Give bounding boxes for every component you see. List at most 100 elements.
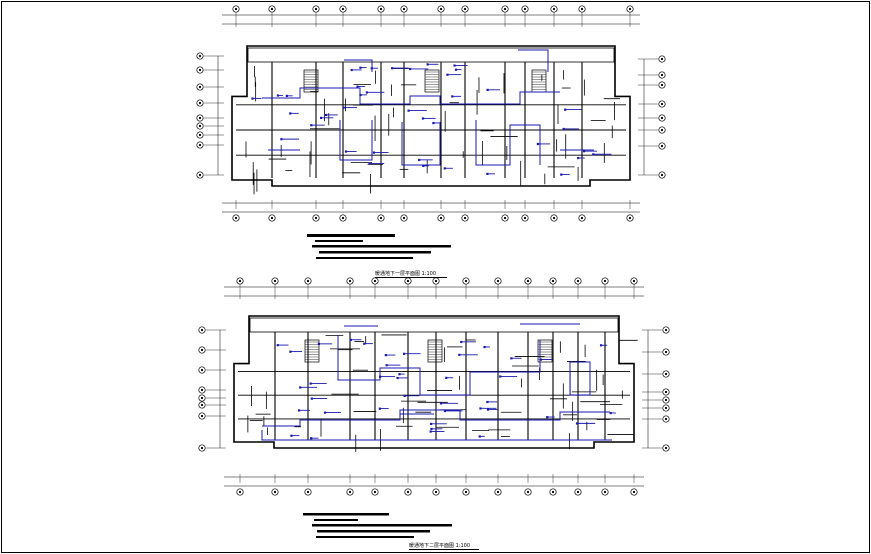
axis-bubble-dot xyxy=(402,7,406,11)
axis-bubble-dot xyxy=(660,102,664,106)
air-terminal xyxy=(276,344,279,347)
air-terminal xyxy=(310,397,313,400)
air-terminal xyxy=(446,73,449,76)
axis-bubble-dot xyxy=(664,390,668,394)
axis-bubble-dot xyxy=(523,7,527,11)
axis-bubble-dot xyxy=(238,279,242,283)
axis-bubble-dot xyxy=(660,116,664,120)
axis-bubble-dot xyxy=(523,216,527,220)
notes-block-top xyxy=(307,234,451,259)
air-terminal xyxy=(365,91,368,94)
air-terminal xyxy=(344,150,348,153)
axis-bubble-dot xyxy=(664,398,668,402)
air-terminal xyxy=(359,93,362,97)
axis-bubble-dot xyxy=(660,144,664,148)
axis-bubble-dot xyxy=(341,216,345,220)
air-terminal xyxy=(356,85,359,88)
floor-plan-bottom xyxy=(198,277,670,496)
air-terminal xyxy=(310,437,313,440)
air-terminal xyxy=(536,142,540,146)
exterior-wall xyxy=(231,45,631,187)
axis-bubble-dot xyxy=(198,173,202,177)
axis-bubble-dot xyxy=(603,490,607,494)
air-terminal xyxy=(486,88,489,92)
axis-bubble-dot xyxy=(552,7,556,11)
air-terminal xyxy=(299,386,302,389)
axis-bubble-dot xyxy=(464,490,468,494)
air-terminal xyxy=(432,121,435,125)
axis-bubble-dot xyxy=(198,143,202,147)
axis-bubble-dot xyxy=(632,490,636,494)
axis-bubble-dot xyxy=(198,124,202,128)
air-terminal xyxy=(443,167,446,170)
air-terminal xyxy=(378,407,381,410)
exterior-wall xyxy=(233,315,635,449)
hvac-duct xyxy=(262,409,610,427)
air-terminal xyxy=(359,66,362,69)
axis-bubble-dot xyxy=(198,54,202,58)
air-terminal xyxy=(486,400,489,404)
air-terminal xyxy=(370,67,373,70)
air-terminal xyxy=(408,67,412,71)
air-terminal xyxy=(454,68,458,71)
axis-bubble-dot xyxy=(664,350,668,354)
plan-top-title: 暖通地下一层平面图 1:100 xyxy=(375,270,436,277)
axis-bubble-dot xyxy=(660,83,664,87)
axis-bubble-dot xyxy=(503,216,507,220)
air-terminal xyxy=(280,138,283,141)
hvac-duct xyxy=(337,335,541,396)
air-terminal xyxy=(426,63,429,66)
axis-bubble-dot xyxy=(270,7,274,11)
axis-bubble-dot xyxy=(200,446,204,450)
axis-bubble-dot xyxy=(628,216,632,220)
balcony-strip xyxy=(247,47,615,63)
axis-bubble-dot xyxy=(660,173,664,177)
axis-bubble-dot xyxy=(660,128,664,132)
air-terminal xyxy=(276,94,279,97)
floor-plan-top xyxy=(196,5,666,222)
air-terminal xyxy=(560,173,563,176)
axis-bubble-dot xyxy=(348,279,352,283)
air-terminal xyxy=(451,95,454,98)
hvac-duct xyxy=(344,323,580,415)
air-terminal xyxy=(391,67,394,70)
hvac-duct xyxy=(262,87,560,105)
air-terminal xyxy=(453,64,456,67)
notes-block-bottom xyxy=(303,513,452,538)
air-terminal xyxy=(325,113,328,117)
air-terminal xyxy=(499,375,502,378)
axis-bubble-dot xyxy=(664,406,668,410)
air-terminal xyxy=(317,342,321,346)
axis-bubble-dot xyxy=(198,68,202,72)
axis-bubble-dot xyxy=(434,490,438,494)
axis-bubble-dot xyxy=(526,279,530,283)
axis-bubble-dot xyxy=(270,216,274,220)
axis-bubble-dot xyxy=(200,368,204,372)
air-terminal xyxy=(429,422,433,426)
stair-core xyxy=(424,69,440,93)
air-terminal xyxy=(564,108,567,111)
plan-top-title-underline xyxy=(375,277,447,278)
axis-bubble-dot xyxy=(664,328,668,332)
axis-bubble-dot xyxy=(580,7,584,11)
axis-bubble-dot xyxy=(273,279,277,283)
hvac-duct xyxy=(339,120,373,161)
axis-bubble-dot xyxy=(503,7,507,11)
air-terminal xyxy=(384,354,387,357)
air-terminal xyxy=(609,411,612,415)
axis-bubble-dot xyxy=(660,57,664,61)
air-terminal xyxy=(539,358,542,361)
air-terminal xyxy=(422,164,425,168)
axis-bubble-dot xyxy=(496,279,500,283)
air-terminal xyxy=(319,116,323,119)
axis-bubble-dot xyxy=(200,403,204,407)
axis-bubble-dot xyxy=(379,216,383,220)
stair-core xyxy=(427,339,443,363)
air-terminal xyxy=(372,151,376,154)
air-terminal xyxy=(309,382,312,385)
axis-bubble-dot xyxy=(198,116,202,120)
axis-bubble-dot xyxy=(379,7,383,11)
axis-bubble-dot xyxy=(198,101,202,105)
air-terminal xyxy=(592,153,595,156)
